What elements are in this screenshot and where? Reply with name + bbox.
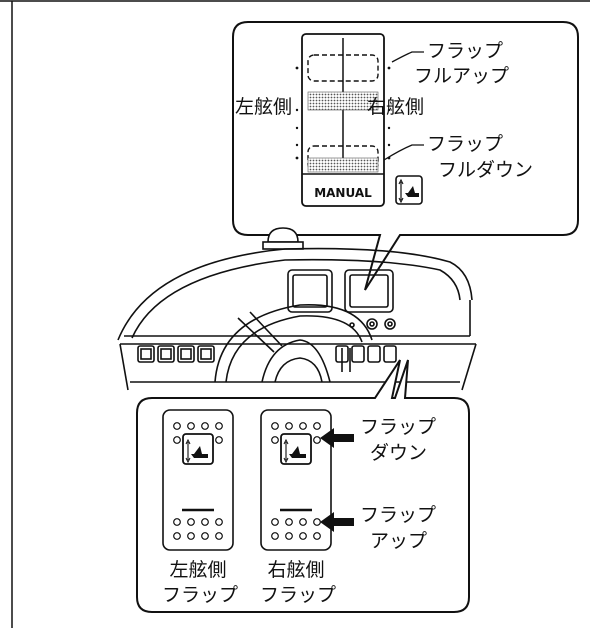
indicator-leaders xyxy=(383,51,424,161)
trim-boat-icon xyxy=(185,438,208,464)
switch-callout: フラップ ダウン フラップ アップ 左舷側 フラップ 右舷側 フラップ xyxy=(136,359,470,613)
trim-boat-icon xyxy=(283,438,306,464)
flap-up-label-line2: アップ xyxy=(370,530,427,552)
manual-label: MANUAL xyxy=(314,186,372,200)
starboard-flap-switch xyxy=(260,409,332,551)
boat-dashboard xyxy=(117,227,477,391)
port-flap-label-line2: フラップ xyxy=(162,584,238,606)
right-switch-row xyxy=(335,345,397,372)
flap-down-label-line1: フラップ xyxy=(360,416,436,438)
port-side-label: 左舷側 xyxy=(235,96,292,118)
full-up-label-line2: フルアップ xyxy=(414,65,509,87)
left-switch-row xyxy=(137,345,215,363)
full-up-label-line1: フラップ xyxy=(427,40,503,62)
flap-up-arrow xyxy=(320,512,354,532)
trim-indicator-gauge xyxy=(295,33,391,207)
flap-down-arrow xyxy=(320,428,354,448)
starboard-flap-label-line2: フラップ xyxy=(260,584,336,606)
port-flap-switch xyxy=(162,409,234,551)
starboard-side-label: 右舷側 xyxy=(367,96,424,118)
port-flap-label-line1: 左舷側 xyxy=(169,559,226,581)
flap-up-label-line1: フラップ xyxy=(360,504,436,526)
full-down-label-line2: フルダウン xyxy=(438,159,533,181)
indicator-callout: MANUAL 左舷側 右舷側 フラップ フルアップ フラップ フルダウン xyxy=(232,21,579,291)
full-down-label-line1: フラップ xyxy=(427,133,503,155)
starboard-flap-label-line1: 右舷側 xyxy=(267,559,324,581)
trim-boat-icon xyxy=(395,175,423,205)
flap-down-label-line2: ダウン xyxy=(370,442,427,464)
